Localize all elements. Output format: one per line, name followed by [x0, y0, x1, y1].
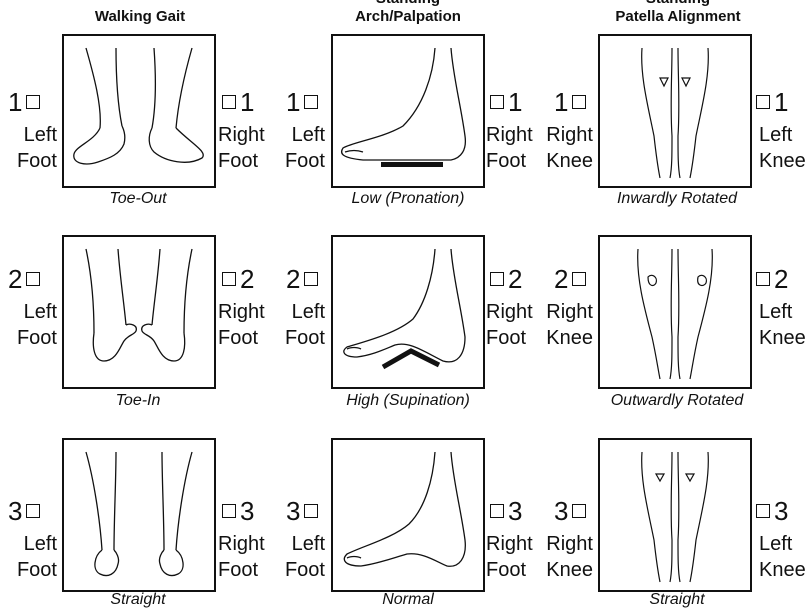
- patella-row3-number-right: 3: [752, 497, 788, 525]
- patella-outward-illustration: [598, 235, 752, 389]
- patella-row1-number: 1: [554, 88, 590, 116]
- patella-row2-number-right: 2: [752, 265, 788, 293]
- patella-row1-caption: Inwardly Rotated: [577, 190, 777, 208]
- arch-row2-number: 2: [286, 265, 322, 293]
- patella-row3-right-checkbox[interactable]: [756, 504, 770, 518]
- gait-row3-left-checkbox[interactable]: [26, 504, 40, 518]
- arch-row2-right-checkbox[interactable]: [490, 272, 504, 286]
- number-label: 1: [8, 87, 22, 117]
- header-arch-top: Standing: [298, 0, 518, 8]
- patella-row2-right-checkbox[interactable]: [756, 272, 770, 286]
- number-label: 2: [8, 264, 22, 294]
- gait-toe-in-illustration: [62, 235, 216, 389]
- gait-row3-right-checkbox[interactable]: [222, 504, 236, 518]
- number-label: 3: [554, 496, 568, 526]
- gait-row3-number-right: 3: [218, 497, 254, 525]
- number-label: 3: [240, 496, 254, 526]
- gait-row2-number: 2: [8, 265, 44, 293]
- patella-straight-illustration: [598, 438, 752, 592]
- gait-row1-right-checkbox[interactable]: [222, 95, 236, 109]
- patella-row2-number: 2: [554, 265, 590, 293]
- patella-row1-number-right: 1: [752, 88, 788, 116]
- header-patella-top: Standing: [568, 0, 788, 8]
- header-arch-bottom: Arch/Palpation: [355, 8, 461, 25]
- arch-row3-number-right: 3: [486, 497, 522, 525]
- patella-row3-left-checkbox[interactable]: [572, 504, 586, 518]
- arch-row1-number: 1: [286, 88, 322, 116]
- patella-row2-caption: Outwardly Rotated: [577, 392, 777, 410]
- header-patella: Standing Patella Alignment: [568, 0, 788, 26]
- header-arch: Standing Arch/Palpation: [298, 0, 518, 26]
- arch-row3-caption: Normal: [308, 591, 508, 609]
- patella-row3-number: 3: [554, 497, 590, 525]
- gait-row1-caption: Toe-Out: [38, 190, 238, 208]
- arch-row3-right-checkbox[interactable]: [490, 504, 504, 518]
- gait-row3-number: 3: [8, 497, 44, 525]
- gait-row2-right-checkbox[interactable]: [222, 272, 236, 286]
- header-walking-gait: Walking Gait: [30, 0, 250, 26]
- arch-row1-number-right: 1: [486, 88, 522, 116]
- gait-row1-number-right: 1: [218, 88, 254, 116]
- gait-row2-caption: Toe-In: [38, 392, 238, 410]
- number-label: 1: [554, 87, 568, 117]
- number-label: 2: [286, 264, 300, 294]
- gait-row3-caption: Straight: [38, 591, 238, 609]
- arch-high-illustration: [331, 235, 485, 389]
- arch-row1-right-checkbox[interactable]: [490, 95, 504, 109]
- patella-row1-right-checkbox[interactable]: [756, 95, 770, 109]
- arch-row2-number-right: 2: [486, 265, 522, 293]
- patella-inward-illustration: [598, 34, 752, 188]
- header-gait-bottom: Walking Gait: [95, 8, 185, 25]
- gait-row1-number: 1: [8, 88, 44, 116]
- arch-row3-left-checkbox[interactable]: [304, 504, 318, 518]
- number-label: 3: [8, 496, 22, 526]
- gait-row1-left-checkbox[interactable]: [26, 95, 40, 109]
- number-label: 2: [240, 264, 254, 294]
- arch-low-illustration: [331, 34, 485, 188]
- number-label: 3: [286, 496, 300, 526]
- gait-row2-number-right: 2: [218, 265, 254, 293]
- number-label: 1: [286, 87, 300, 117]
- header-patella-bottom: Patella Alignment: [615, 8, 740, 25]
- arch-row3-number: 3: [286, 497, 322, 525]
- patella-row2-left-checkbox[interactable]: [572, 272, 586, 286]
- number-label: 2: [554, 264, 568, 294]
- arch-normal-illustration: [331, 438, 485, 592]
- header-gait-top: [30, 0, 250, 8]
- arch-row1-caption: Low (Pronation): [308, 190, 508, 208]
- number-label: 3: [774, 496, 788, 526]
- number-label: 1: [240, 87, 254, 117]
- number-label: 1: [508, 87, 522, 117]
- arch-row2-left-checkbox[interactable]: [304, 272, 318, 286]
- gait-row2-left-checkbox[interactable]: [26, 272, 40, 286]
- gait-straight-illustration: [62, 438, 216, 592]
- arch-row2-caption: High (Supination): [308, 392, 508, 410]
- number-label: 2: [774, 264, 788, 294]
- patella-row1-left-checkbox[interactable]: [572, 95, 586, 109]
- patella-row3-caption: Straight: [577, 591, 777, 609]
- number-label: 1: [774, 87, 788, 117]
- number-label: 3: [508, 496, 522, 526]
- gait-toe-out-illustration: [62, 34, 216, 188]
- arch-row1-left-checkbox[interactable]: [304, 95, 318, 109]
- number-label: 2: [508, 264, 522, 294]
